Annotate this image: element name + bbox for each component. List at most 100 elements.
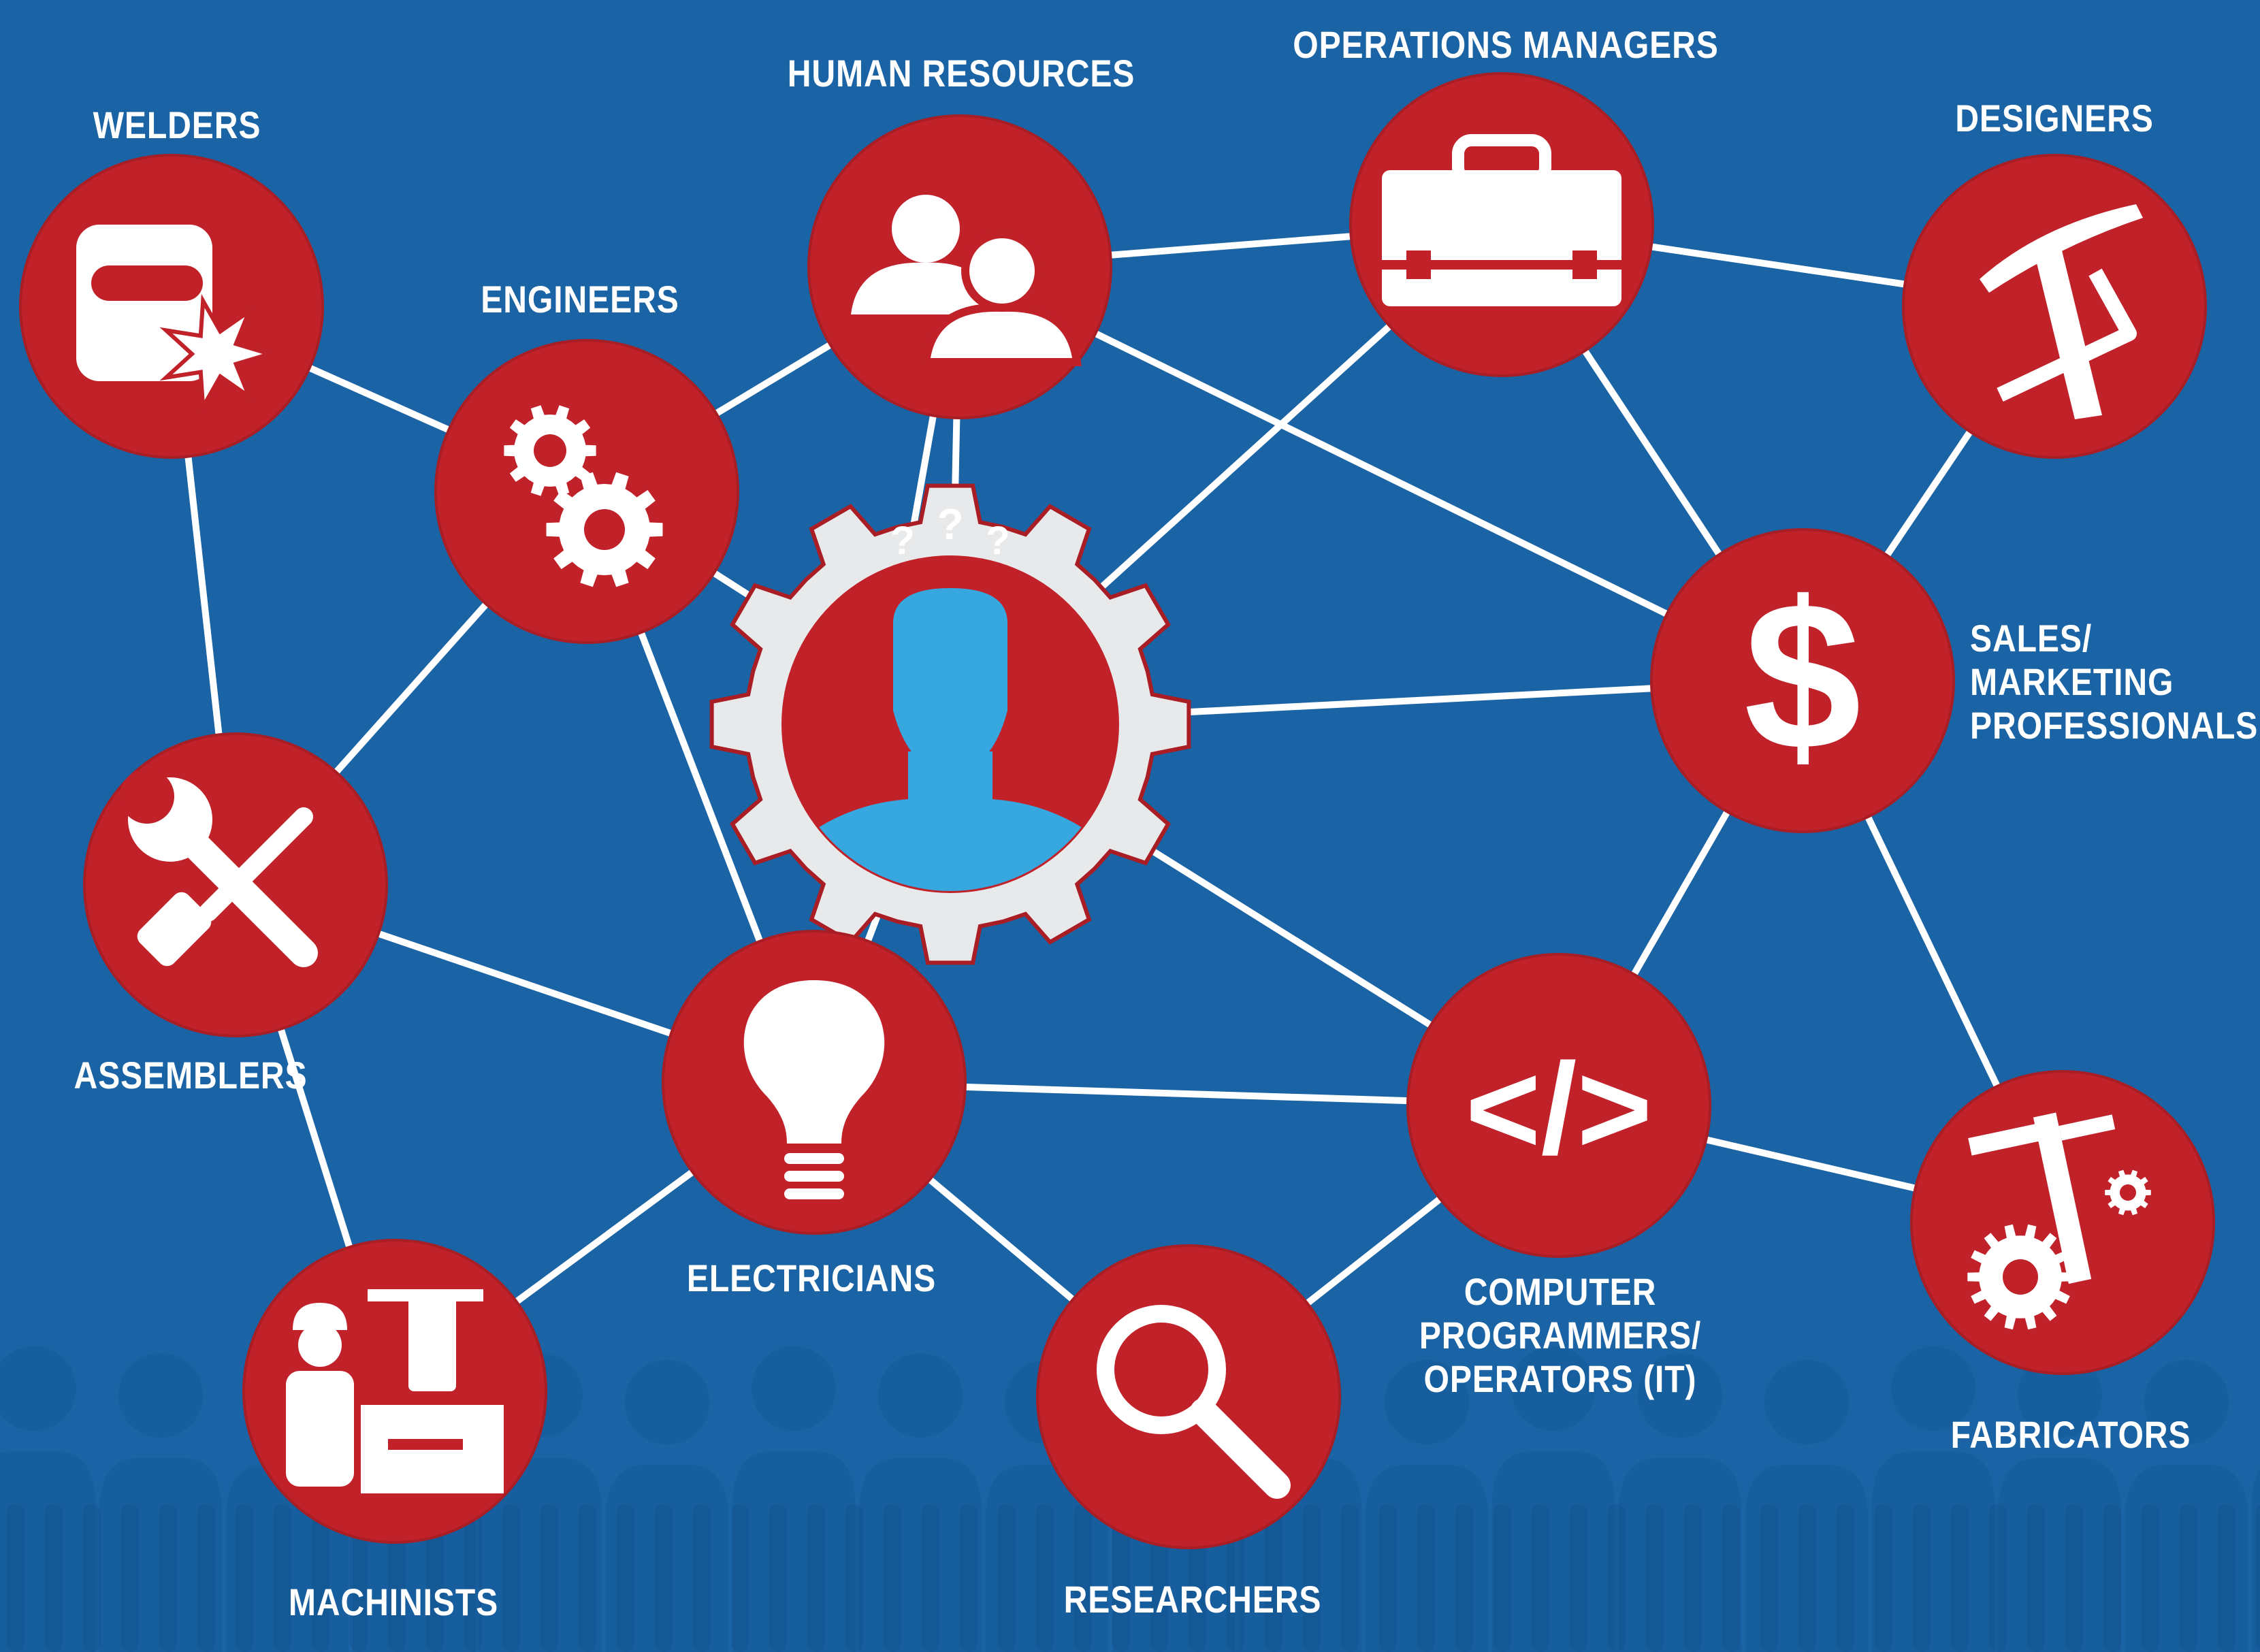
- silhouette-stripe: [1265, 1504, 1282, 1652]
- caliper-jaw: [2059, 1114, 2116, 1141]
- node-fabricators: [1910, 1070, 2215, 1375]
- silhouette-stripe: [274, 1504, 291, 1652]
- silhouette-stripe: [1417, 1504, 1435, 1652]
- node-machinists: [242, 1239, 547, 1544]
- silhouette-stripe: [1608, 1504, 1626, 1652]
- wrench-handle: [167, 816, 318, 967]
- silhouette-head: [1891, 1346, 1975, 1431]
- silhouette-stripe: [655, 1504, 673, 1652]
- silhouette-stripe: [502, 1504, 520, 1652]
- label-welders: WELDERS: [93, 103, 261, 146]
- label-sales-marketing-line2: MARKETING: [1970, 660, 2174, 703]
- wrench-screwdriver-icon: [120, 769, 318, 967]
- silhouette-body: [606, 1465, 728, 1652]
- silhouette-body: [1999, 1458, 2121, 1652]
- silhouette-head: [1638, 1353, 1722, 1438]
- person-head: [961, 230, 1043, 312]
- silhouette-head: [1385, 1360, 1469, 1444]
- silhouette-head: [2018, 1353, 2102, 1438]
- node-circle: [1406, 953, 1711, 1258]
- label-computer-programmers-line1: COMPUTER: [1464, 1270, 1657, 1313]
- silhouette-stripe: [1036, 1504, 1054, 1652]
- silhouette-stripe: [426, 1504, 444, 1652]
- worker-head: [298, 1323, 342, 1367]
- bulb-base-ring: [784, 1153, 844, 1164]
- silhouette-stripe: [2065, 1504, 2083, 1652]
- silhouette-stripe: [769, 1504, 787, 1652]
- label-sales-marketing-line1: SALES/: [1970, 617, 2093, 660]
- crowd-stripes: [7, 1504, 2260, 1652]
- label-sales-marketing-line3: PROFESSIONALS: [1970, 704, 2259, 747]
- code-glyph: </>: [1466, 1037, 1653, 1181]
- silhouette-stripe: [693, 1504, 711, 1652]
- silhouette-stripe: [1646, 1504, 1664, 1652]
- silhouette-stripe: [845, 1504, 863, 1652]
- silhouette-stripe: [2103, 1504, 2121, 1652]
- silhouette-body: [99, 1458, 222, 1652]
- machine-head: [408, 1296, 456, 1391]
- node-circle: [1650, 528, 1955, 833]
- silhouette-body: [986, 1465, 1108, 1652]
- caliper-gears-icon: [1967, 1112, 2151, 1330]
- node-operations-managers: [1349, 72, 1654, 377]
- silhouette-stripe: [884, 1504, 901, 1652]
- silhouette-head: [752, 1346, 836, 1431]
- magnifier-handle: [1190, 1398, 1291, 1499]
- silhouette-stripe: [1989, 1504, 2007, 1652]
- briefcase-icon: [1382, 134, 1621, 306]
- silhouette-stripe: [1798, 1504, 1816, 1652]
- silhouette-stripe: [1455, 1504, 1473, 1652]
- silhouette-stripe: [2256, 1506, 2260, 1651]
- silhouette-stripe: [1760, 1504, 1778, 1652]
- silhouette-stripe: [540, 1504, 558, 1652]
- node-welders: [19, 154, 324, 459]
- node-designers: [1902, 154, 2207, 459]
- dollar-icon: $: [1744, 557, 1861, 794]
- silhouette-stripe: [1722, 1504, 1740, 1652]
- silhouette-stripe: [1341, 1504, 1359, 1652]
- drafting-compass-icon: [1980, 204, 2143, 419]
- silhouette-stripe: [807, 1504, 825, 1652]
- label-electricians: ELECTRICIANS: [686, 1257, 937, 1299]
- silhouette-head: [1511, 1346, 1596, 1431]
- magnifier-icon: [1097, 1305, 1291, 1499]
- node-assemblers: [83, 732, 388, 1037]
- caliper-jaw: [1968, 1122, 2046, 1156]
- silhouette-body: [2252, 1468, 2260, 1652]
- briefcase-latch: [1406, 250, 1431, 279]
- silhouette-body: [1619, 1458, 1741, 1652]
- silhouette-head: [1764, 1360, 1849, 1444]
- silhouette-body: [0, 1451, 95, 1652]
- question-mark: ?: [890, 519, 914, 563]
- silhouette-stripe: [236, 1504, 253, 1652]
- triangle-ruler: [1997, 268, 2137, 402]
- silhouette-stripe: [922, 1504, 939, 1652]
- silhouette-body: [1492, 1451, 1615, 1652]
- silhouette-stripe: [960, 1504, 978, 1652]
- silhouette-stripe: [350, 1504, 368, 1652]
- screwdriver-grip: [137, 892, 212, 967]
- silhouette-stripe: [1379, 1504, 1397, 1652]
- silhouette-stripe: [1532, 1504, 1549, 1652]
- silhouette-stripe: [1837, 1504, 1854, 1652]
- compass-leg: [2034, 248, 2102, 419]
- silhouette-stripe: [731, 1504, 749, 1652]
- label-sales-marketing: SALES/ MARKETING PROFESSIONALS: [1970, 617, 2258, 747]
- node-computer-programmers: </>: [1406, 953, 1711, 1258]
- label-operations-managers: OPERATIONS MANAGERS: [1293, 23, 1719, 66]
- silhouette-stripe: [617, 1504, 634, 1652]
- person-body: [921, 303, 1082, 366]
- silhouette-head: [878, 1353, 963, 1438]
- silhouette-stripe: [2027, 1504, 2045, 1652]
- label-designers: DESIGNERS: [1955, 97, 2154, 140]
- silhouette-stripe: [45, 1504, 63, 1652]
- silhouette-stripe: [579, 1504, 596, 1652]
- machine-slot: [388, 1439, 463, 1450]
- lightbulb-icon: [743, 980, 885, 1199]
- person-head: [892, 195, 960, 263]
- label-human-resources: HUMAN RESOURCES: [787, 52, 1135, 95]
- silhouette-stripe: [464, 1504, 482, 1652]
- silhouette-head: [625, 1360, 709, 1444]
- label-assemblers: ASSEMBLERS: [74, 1054, 308, 1097]
